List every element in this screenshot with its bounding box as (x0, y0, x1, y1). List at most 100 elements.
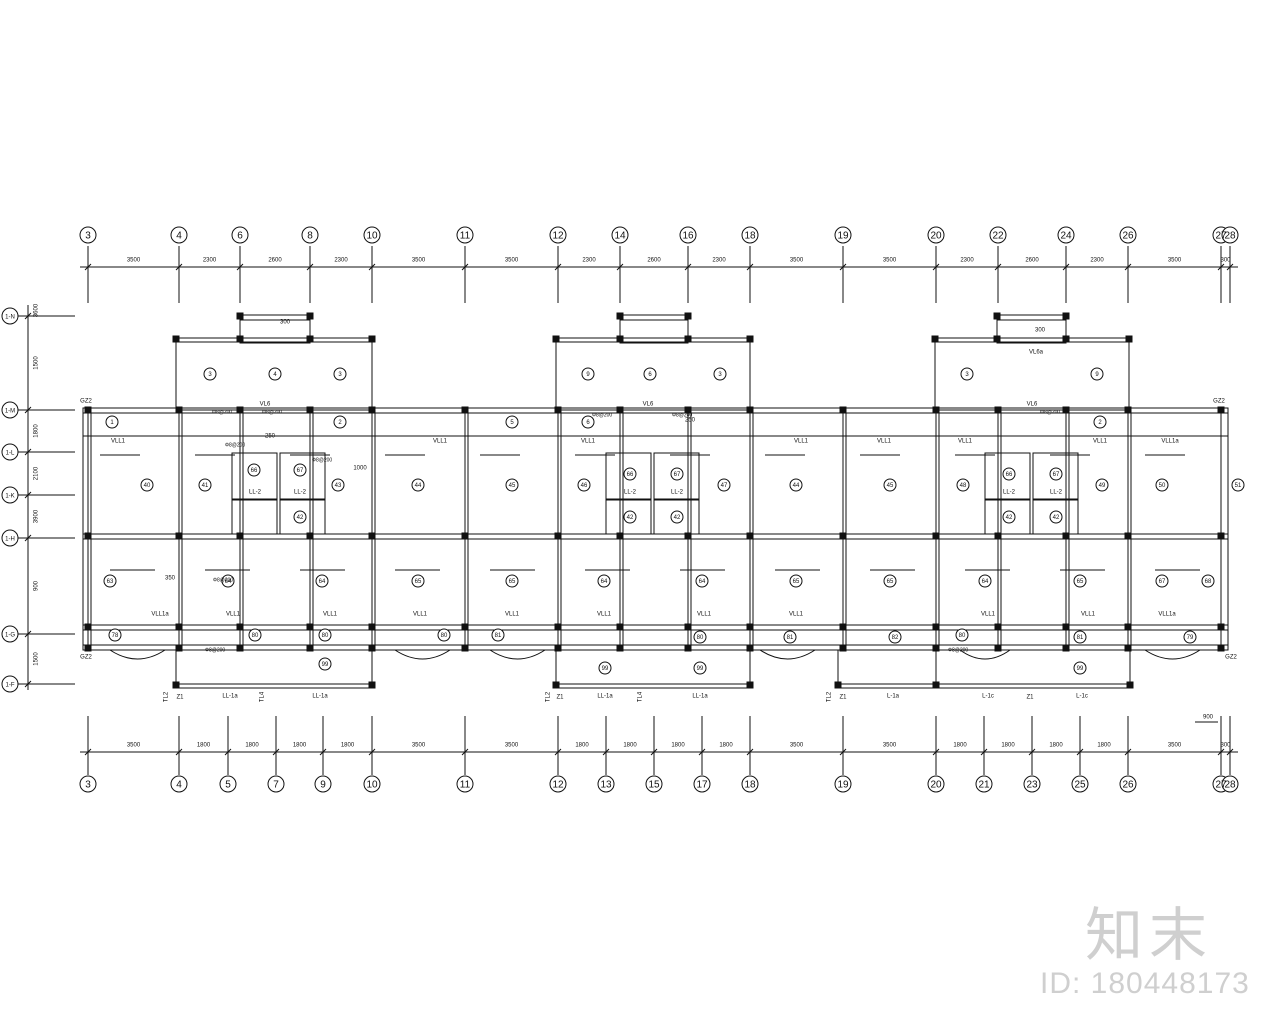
bottom-dimension-text: 1800 (1001, 743, 1015, 749)
slab-number: 51 (1235, 483, 1242, 489)
slab-bubble (268, 367, 282, 381)
beam-label-vll1: VLL1 (958, 439, 973, 445)
column (839, 532, 847, 540)
left-dimension-text: 1500 (34, 356, 40, 370)
top-axis-label: 24 (1060, 231, 1072, 242)
bottom-axis-bubble (1023, 775, 1041, 793)
slab-bubble (1049, 467, 1063, 481)
column (616, 312, 624, 320)
tick-mark (932, 263, 940, 271)
beam-label-vl6: VL6 (260, 402, 271, 408)
slab-number: 65 (509, 579, 516, 585)
bottom-dimension-text: 3500 (1168, 743, 1182, 749)
beam-label-tl2: TL2 (164, 691, 170, 702)
column (84, 532, 92, 540)
column (1125, 335, 1133, 343)
left-dimension-text: 1500 (34, 652, 40, 666)
bottom-dimension-text: 3500 (790, 743, 804, 749)
column (1062, 532, 1070, 540)
slab-bubble (978, 574, 992, 588)
rebar-note: Φ8@200 (262, 409, 282, 415)
tick-mark (319, 748, 327, 756)
bottom-axis-label: 19 (837, 780, 849, 791)
beam-label-l1c: L-1c (1076, 694, 1088, 700)
slab-number: 42 (1053, 515, 1060, 521)
top-axis-bubble (170, 226, 188, 244)
tick-mark (994, 263, 1002, 271)
tick-mark (932, 748, 940, 756)
tick-mark (1062, 263, 1070, 271)
top-axis-label: 19 (837, 231, 849, 242)
slab-number: 64 (601, 579, 608, 585)
bottom-axis-label: 17 (696, 780, 708, 791)
upper-bay (555, 337, 751, 411)
bottom-dimension-text: 3500 (412, 743, 426, 749)
tick-mark (461, 263, 469, 271)
top-axis-label: 10 (366, 231, 378, 242)
rebar-note: Φ8@200 (672, 412, 692, 418)
beam-label-z1: Z1 (556, 695, 564, 701)
slab-bubble (1002, 510, 1016, 524)
column (1217, 406, 1225, 414)
slab-number: 2 (338, 420, 342, 426)
top-axis-label: 26 (1122, 231, 1134, 242)
bottom-dimension-text: 3500 (505, 743, 519, 749)
slab-number: 40 (144, 483, 151, 489)
column (1217, 623, 1225, 631)
slab-bubble (789, 574, 803, 588)
tick-mark (368, 748, 376, 756)
column (746, 335, 754, 343)
tick-mark (746, 748, 754, 756)
top-axis-label: 14 (614, 231, 626, 242)
top-dimension-text: 3500 (1168, 258, 1182, 264)
bottom-axis-label: 20 (930, 780, 942, 791)
stair-cell (653, 499, 700, 535)
slab-bubble (1049, 510, 1063, 524)
slab-number: 65 (415, 579, 422, 585)
column (746, 681, 754, 689)
left-axis-label: 1-L (6, 451, 15, 457)
beam-label-vll1a: VLL1a (1158, 612, 1176, 618)
upper-bay (934, 337, 1130, 411)
slab-bubble (1073, 574, 1087, 588)
bottom-axis-bubble (363, 775, 381, 793)
rebar-note: Φ8@200 (1040, 409, 1060, 415)
top-axis-bubble (301, 226, 319, 244)
top-dimension-text: 2300 (1090, 258, 1104, 264)
slab-bubble (717, 478, 731, 492)
top-axis-bubble (611, 226, 629, 244)
bottom-axis-label: 18 (744, 780, 756, 791)
bottom-axis-bubble (741, 775, 759, 793)
slab-bubble (198, 478, 212, 492)
beam-label-vll1: VLL1 (1093, 439, 1108, 445)
bottom-axis-label: 4 (176, 780, 182, 791)
bottom-dimension-text: 1800 (293, 743, 307, 749)
slab-number: 9 (1095, 372, 1099, 378)
top-dimension-text: 300 (1220, 258, 1231, 264)
slab-bubble (105, 415, 119, 429)
bottom-axis-label: 7 (273, 780, 279, 791)
column (172, 335, 180, 343)
tick-mark (698, 748, 706, 756)
slab-number: 79 (1187, 635, 1194, 641)
column (236, 335, 244, 343)
top-dimension-text: 3500 (883, 258, 897, 264)
column (461, 532, 469, 540)
slab-bubble (1155, 478, 1169, 492)
column (993, 335, 1001, 343)
watermark-id: ID: 180448173 (1040, 967, 1250, 1000)
rebar-note: Φ8@200 (213, 577, 233, 583)
beam-label-l1a: L-1a (887, 694, 900, 700)
rebar-note: Φ8@200 (225, 442, 245, 448)
top-axis-label: 6 (237, 231, 243, 242)
rebar-note: 250 (265, 434, 276, 440)
column (1062, 312, 1070, 320)
tick-mark (1217, 263, 1225, 271)
column (236, 532, 244, 540)
slab-number: 66 (251, 468, 258, 474)
column (1124, 532, 1132, 540)
bottom-axis-bubble (219, 775, 237, 793)
bottom-axis-label: 27 (1215, 780, 1227, 791)
rebar-note: Φ8@200 (205, 647, 225, 653)
beam-label-l1c: L-1c (982, 694, 994, 700)
